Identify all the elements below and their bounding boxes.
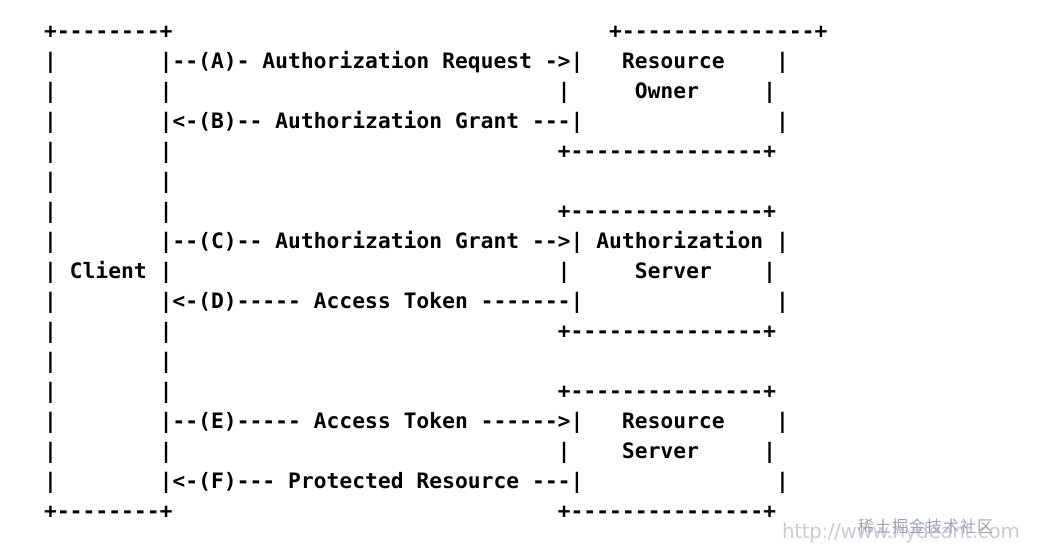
oauth-abstract-protocol-flow-diagram: +--------+ +---------------+ | |--(A)- A…: [44, 19, 828, 524]
watermark-site-name-text: 稀土掘金技术社区: [858, 517, 995, 536]
